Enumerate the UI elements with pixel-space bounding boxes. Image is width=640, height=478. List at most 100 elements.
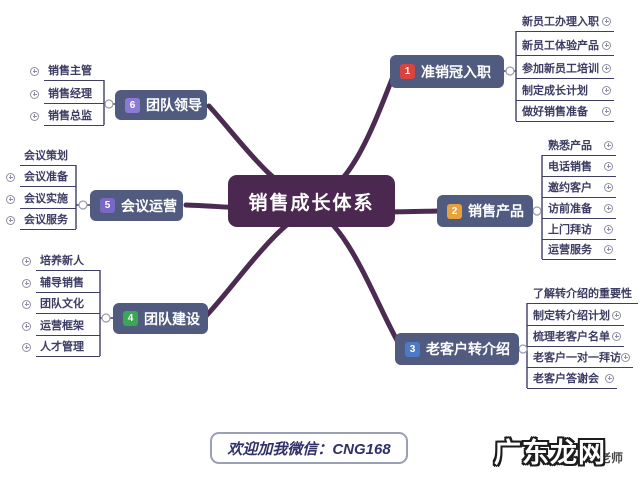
child-label: 会议实施 bbox=[24, 193, 68, 205]
child-item[interactable]: 团队文化 bbox=[22, 294, 100, 314]
child-item[interactable]: 上门拜访 bbox=[542, 220, 616, 240]
expand-plus-icon[interactable] bbox=[602, 40, 611, 50]
child-item[interactable]: 人才管理 bbox=[22, 337, 100, 357]
expand-plus-icon[interactable] bbox=[602, 106, 611, 116]
central-topic-label: 销售成长体系 bbox=[248, 192, 375, 214]
branch-5-label: 会议运营 bbox=[121, 197, 177, 214]
child-label: 梳理老客户名单 bbox=[533, 331, 610, 343]
expand-plus-icon[interactable] bbox=[22, 342, 31, 352]
collapse-handle-branch-1[interactable] bbox=[505, 66, 515, 76]
branch-node-5[interactable]: 5 会议运营 bbox=[90, 190, 183, 221]
child-label: 销售总监 bbox=[48, 110, 92, 122]
expand-plus-icon[interactable] bbox=[6, 215, 15, 225]
child-label: 运营框架 bbox=[40, 320, 84, 332]
collapse-handle-branch-5[interactable] bbox=[78, 200, 88, 210]
collapse-handle-branch-4[interactable] bbox=[101, 313, 111, 323]
child-label: 访前准备 bbox=[548, 203, 592, 215]
child-label: 制定成长计划 bbox=[522, 85, 588, 97]
child-item[interactable]: 会议实施 bbox=[6, 189, 76, 209]
child-item[interactable]: 会议准备 bbox=[6, 167, 76, 187]
child-item[interactable]: 培养新人 bbox=[22, 251, 100, 271]
expand-plus-icon[interactable] bbox=[604, 140, 613, 150]
branch-node-1[interactable]: 1 准销冠入职 bbox=[390, 55, 504, 88]
child-item[interactable]: 新员工办理入职 bbox=[516, 12, 614, 32]
child-item[interactable]: 销售主管 bbox=[30, 61, 104, 81]
child-item[interactable]: 会议策划 bbox=[20, 146, 76, 166]
branch-node-4[interactable]: 4 团队建设 bbox=[113, 303, 208, 334]
expand-plus-icon[interactable] bbox=[30, 111, 39, 121]
expand-plus-icon[interactable] bbox=[22, 256, 31, 266]
bracket-branch-5 bbox=[75, 165, 90, 229]
curve-to-branch-3 bbox=[308, 205, 402, 347]
collapse-handle-branch-6[interactable] bbox=[104, 99, 114, 109]
expand-plus-icon[interactable] bbox=[604, 244, 613, 254]
expand-plus-icon[interactable] bbox=[30, 89, 39, 99]
expand-plus-icon[interactable] bbox=[30, 66, 39, 76]
expand-plus-icon[interactable] bbox=[602, 85, 611, 95]
branch-6-number-badge: 6 bbox=[125, 97, 140, 113]
expand-plus-icon[interactable] bbox=[602, 16, 611, 26]
child-item[interactable]: 邀约客户 bbox=[542, 178, 616, 198]
branch-4-number-badge: 4 bbox=[123, 311, 138, 326]
branch-node-2[interactable]: 2 销售产品 bbox=[437, 195, 533, 227]
child-item[interactable]: 运营框架 bbox=[22, 316, 100, 336]
collapse-handle-branch-2[interactable] bbox=[532, 206, 542, 216]
expand-plus-icon[interactable] bbox=[22, 299, 31, 309]
child-item[interactable]: 销售经理 bbox=[30, 84, 104, 104]
child-item[interactable]: 做好销售准备 bbox=[516, 102, 614, 122]
child-label: 会议准备 bbox=[24, 171, 68, 183]
child-item[interactable]: 制定成长计划 bbox=[516, 81, 614, 101]
expand-plus-icon[interactable] bbox=[604, 224, 613, 234]
child-item[interactable]: 会议服务 bbox=[6, 210, 76, 230]
child-item[interactable]: 了解转介绍的重要性 bbox=[527, 284, 638, 304]
child-label: 电话销售 bbox=[548, 161, 592, 173]
branch-1-number-badge: 1 bbox=[400, 64, 415, 79]
child-label: 人才管理 bbox=[40, 341, 84, 353]
child-label: 老客户一对一拜访 bbox=[533, 352, 621, 364]
child-label: 销售经理 bbox=[48, 88, 92, 100]
child-label: 培养新人 bbox=[40, 255, 84, 267]
child-item[interactable]: 梳理老客户名单 bbox=[527, 327, 624, 347]
child-item[interactable]: 运营服务 bbox=[542, 240, 616, 260]
child-item[interactable]: 老客户答谢会 bbox=[527, 369, 617, 389]
bracket-branch-4 bbox=[99, 270, 113, 356]
branch-2-number-badge: 2 bbox=[447, 203, 462, 219]
expand-plus-icon[interactable] bbox=[604, 182, 613, 192]
child-item[interactable]: 参加新员工培训 bbox=[516, 59, 614, 79]
branch-5-number-badge: 5 bbox=[100, 198, 115, 213]
child-label: 新员工办理入职 bbox=[522, 16, 599, 28]
branch-2-label: 销售产品 bbox=[468, 203, 524, 219]
branch-6-label: 团队领导 bbox=[146, 97, 202, 113]
child-item[interactable]: 销售总监 bbox=[30, 106, 104, 126]
expand-plus-icon[interactable] bbox=[22, 321, 31, 331]
expand-plus-icon[interactable] bbox=[612, 310, 621, 320]
child-label: 会议服务 bbox=[24, 214, 68, 226]
collapse-handle-branch-3[interactable] bbox=[518, 344, 528, 354]
child-label: 老客户答谢会 bbox=[533, 373, 599, 385]
expand-plus-icon[interactable] bbox=[605, 373, 614, 383]
central-topic[interactable]: 销售成长体系 bbox=[228, 175, 395, 227]
expand-plus-icon[interactable] bbox=[602, 63, 611, 73]
child-item[interactable]: 访前准备 bbox=[542, 199, 616, 219]
expand-plus-icon[interactable] bbox=[6, 194, 15, 204]
expand-plus-icon[interactable] bbox=[604, 203, 613, 213]
child-item[interactable]: 辅导销售 bbox=[22, 273, 100, 293]
expand-plus-icon[interactable] bbox=[612, 331, 621, 341]
watermark-partial-text: 老师 bbox=[599, 451, 624, 465]
child-item[interactable]: 老客户一对一拜访 bbox=[527, 348, 633, 368]
expand-plus-icon[interactable] bbox=[604, 161, 613, 171]
branch-node-3[interactable]: 3 老客户转介绍 bbox=[395, 333, 519, 365]
wechat-banner-text: 欢迎加我微信：CNG168 bbox=[227, 440, 391, 458]
child-label: 团队文化 bbox=[40, 298, 84, 310]
child-item[interactable]: 熟悉产品 bbox=[542, 136, 616, 156]
branch-3-number-badge: 3 bbox=[405, 341, 420, 357]
branch-node-6[interactable]: 6 团队领导 bbox=[115, 90, 207, 120]
expand-plus-icon[interactable] bbox=[22, 278, 31, 288]
expand-plus-icon[interactable] bbox=[621, 352, 630, 362]
child-item[interactable]: 制定转介绍计划 bbox=[527, 306, 624, 326]
child-item[interactable]: 电话销售 bbox=[542, 157, 616, 177]
child-item[interactable]: 新员工体验产品 bbox=[516, 36, 614, 56]
expand-plus-icon[interactable] bbox=[6, 172, 15, 182]
child-label: 上门拜访 bbox=[548, 224, 592, 236]
